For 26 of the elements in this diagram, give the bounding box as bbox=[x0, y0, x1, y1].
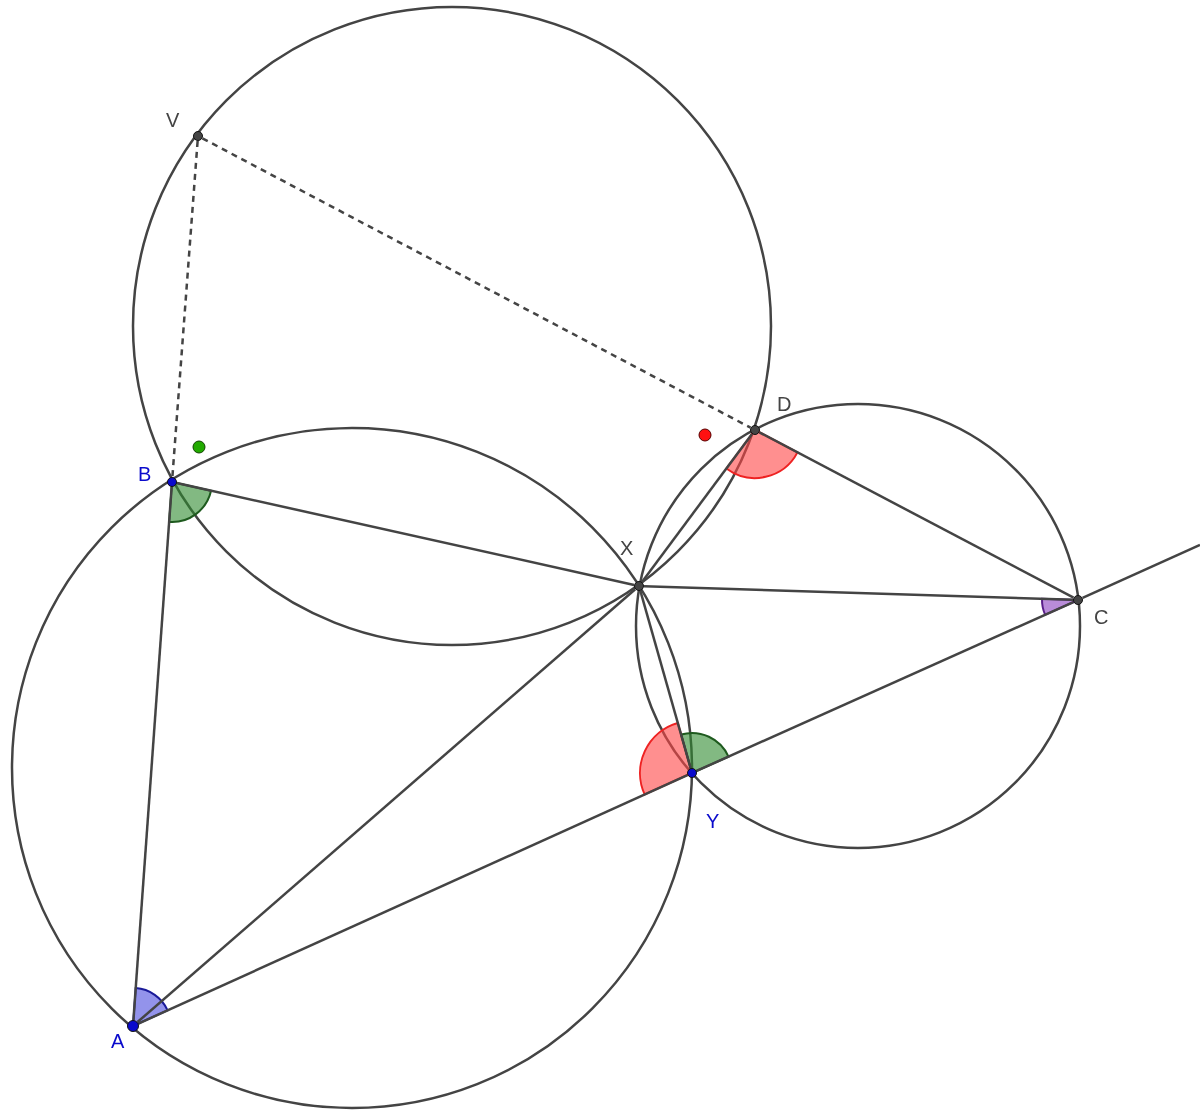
point-label: D bbox=[777, 394, 792, 414]
line-segment bbox=[176, 481, 635, 587]
point bbox=[1073, 595, 1083, 605]
line-segment bbox=[640, 433, 754, 583]
line-segment bbox=[643, 584, 1074, 602]
point bbox=[687, 768, 697, 778]
line-segment bbox=[758, 431, 1075, 599]
point-label: B bbox=[138, 464, 152, 484]
line-segment bbox=[137, 773, 688, 1025]
dashed-line bbox=[171, 140, 199, 478]
point-label: X bbox=[620, 538, 634, 558]
line-segment bbox=[639, 590, 692, 769]
dashed-line bbox=[201, 137, 752, 429]
line-segment bbox=[696, 600, 1074, 773]
point bbox=[634, 581, 644, 591]
point bbox=[750, 425, 760, 435]
point bbox=[167, 477, 177, 487]
point-label: V bbox=[166, 110, 180, 130]
point bbox=[193, 131, 203, 141]
line-segment bbox=[136, 588, 637, 1023]
line-segment bbox=[132, 486, 173, 1021]
point-label: A bbox=[111, 1031, 125, 1051]
point bbox=[127, 1020, 139, 1032]
point-label: C bbox=[1094, 607, 1109, 627]
line-segment bbox=[1082, 543, 1200, 600]
point-label: Y bbox=[706, 811, 720, 831]
